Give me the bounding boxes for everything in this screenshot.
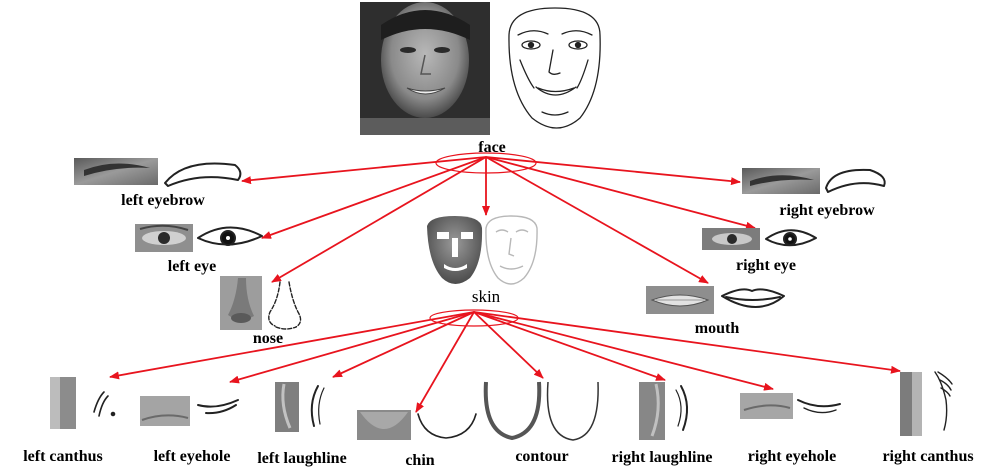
mouth-label: mouth — [695, 320, 740, 337]
eyebrow-sketch-icon — [826, 170, 885, 192]
mouth-node: mouth — [646, 286, 784, 337]
left-eye-label: left eye — [168, 258, 216, 275]
left-laughline-sketch-icon — [312, 386, 324, 426]
arrow-skin-right-canthus — [474, 312, 900, 371]
right-eye-label: right eye — [736, 257, 796, 274]
skin-label: skin — [472, 287, 501, 306]
eye-sketch-icon — [198, 227, 262, 245]
chin-label: chin — [405, 452, 434, 469]
nose-node: nose — [220, 276, 301, 347]
eye-photo-icon — [702, 228, 760, 250]
face-node: face — [360, 2, 600, 173]
arrow-skin-left-canthus — [110, 312, 474, 377]
right-canthus-label: right canthus — [882, 448, 973, 465]
eye-sketch-icon — [766, 230, 816, 245]
left-eye-node: left eye — [135, 224, 262, 275]
arrow-skin-right-laughline — [474, 312, 665, 380]
eyebrow-photo-icon — [74, 158, 158, 185]
arrow-skin-contour — [474, 312, 543, 378]
arrow-skin-left-eyehole — [230, 312, 474, 382]
right-eyehole-label: right eyehole — [748, 448, 836, 465]
left-laughline-node: left laughline — [257, 382, 346, 467]
left-eyehole-sketch-icon — [198, 400, 238, 413]
skin-sketch-icon — [486, 216, 537, 284]
skin-mask-icon — [427, 216, 482, 284]
right-laughline-label: right laughline — [612, 449, 713, 466]
nose-sketch-icon — [269, 282, 301, 329]
eyebrow-sketch-icon — [165, 163, 240, 186]
mouth-sketch-icon — [722, 289, 784, 307]
right-eyebrow-node: right eyebrow — [742, 168, 885, 219]
nose-label: nose — [253, 330, 283, 347]
right-canthus-sketch-icon — [935, 372, 952, 430]
left-eyebrow-label: left eyebrow — [121, 192, 205, 209]
eyebrow-photo-icon — [742, 168, 820, 194]
right-eye-node: right eye — [702, 228, 816, 274]
arrow-skin-left-laughline — [333, 312, 474, 377]
skin-node: skin — [427, 216, 537, 326]
left-eyehole-photo-icon — [140, 396, 190, 426]
contour-photo-icon — [486, 382, 540, 438]
right-eyehole-node: right eyehole — [740, 393, 840, 465]
left-eyehole-label: left eyehole — [154, 448, 231, 465]
chin-photo-icon — [357, 410, 411, 440]
chin-node: chin — [357, 410, 476, 469]
contour-node: contour — [486, 382, 598, 465]
contour-sketch-icon — [548, 382, 599, 440]
right-laughline-node: right laughline — [612, 382, 713, 466]
right-laughline-photo-icon — [639, 382, 665, 440]
left-canthus-label: left canthus — [23, 448, 103, 465]
left-canthus-node: left canthus — [23, 377, 114, 465]
face-arrows — [242, 157, 755, 283]
right-eyebrow-label: right eyebrow — [779, 202, 875, 219]
left-eyebrow-node: left eyebrow — [74, 158, 240, 209]
face-photo-icon — [360, 2, 490, 135]
left-laughline-label: left laughline — [257, 450, 346, 467]
left-canthus-sketch-icon — [94, 392, 115, 416]
chin-sketch-icon — [418, 414, 476, 438]
left-eyehole-node: left eyehole — [140, 396, 238, 465]
right-eyehole-sketch-icon — [798, 400, 840, 413]
mouth-photo-icon — [646, 286, 714, 314]
right-laughline-sketch-icon — [676, 386, 687, 430]
eye-photo-icon — [135, 224, 193, 252]
face-sketch-icon — [509, 8, 600, 128]
contour-label: contour — [515, 448, 568, 465]
right-canthus-node: right canthus — [882, 372, 973, 465]
nose-photo-icon — [220, 276, 262, 330]
